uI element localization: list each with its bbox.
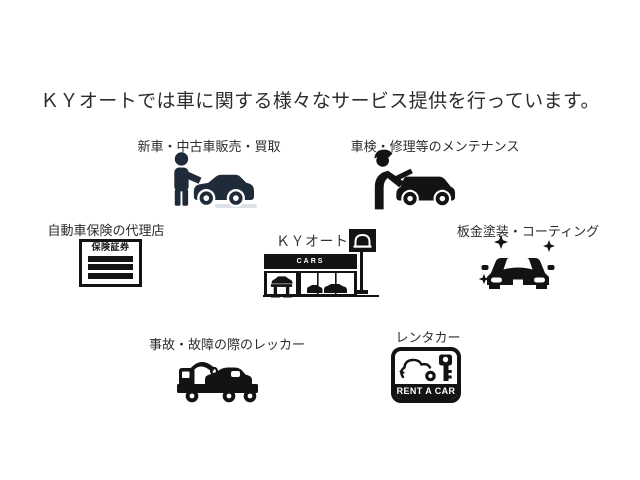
dealership-name: ＫＹオート [276,233,349,249]
shop-facade [264,271,357,298]
flag-pole-base [356,290,368,294]
shop-building: CARS [264,254,357,298]
tow-service-label: 事故・故障の際のレッカー [148,337,306,352]
salesperson-car-icon [170,150,254,208]
document-line [88,272,133,279]
flag-pole [360,251,363,293]
tow-truck-icon [175,351,260,403]
insurance-policy-icon: 保険証券 [79,239,142,287]
document-line [88,264,133,270]
rental-car-key-icon [396,352,456,383]
sales-service-label: 新車・中古車販売・買取 [137,139,281,154]
sparkling-car-icon [479,235,557,291]
coating-service-label: 板金塗装・コーティング [456,224,600,239]
dealership-flag-icon [349,229,376,252]
maintenance-service-label: 車検・修理等のメンテナンス [350,139,520,154]
insurance-service-label: 自動車保険の代理店 [47,223,165,238]
shop-sign-text: CARS [296,258,325,265]
document-line [88,255,133,262]
ground-line [263,295,379,297]
rent-a-car-sign-icon: RENT A CAR [391,347,461,403]
page-title: ＫＹオートでは車に関する様々なサービス提供を行っています。 [40,91,600,112]
service-bay-lift-icon [267,273,296,298]
rental-service-label: レンタカー [395,330,461,345]
rent-a-car-sign-text: RENT A CAR [395,384,457,399]
shop-sign: CARS [264,254,357,269]
showroom-window [301,273,354,294]
mechanic-car-icon [367,149,457,211]
car-dealership-building-icon: CARS [263,229,379,299]
insurance-document-title: 保険証券 [91,242,130,252]
